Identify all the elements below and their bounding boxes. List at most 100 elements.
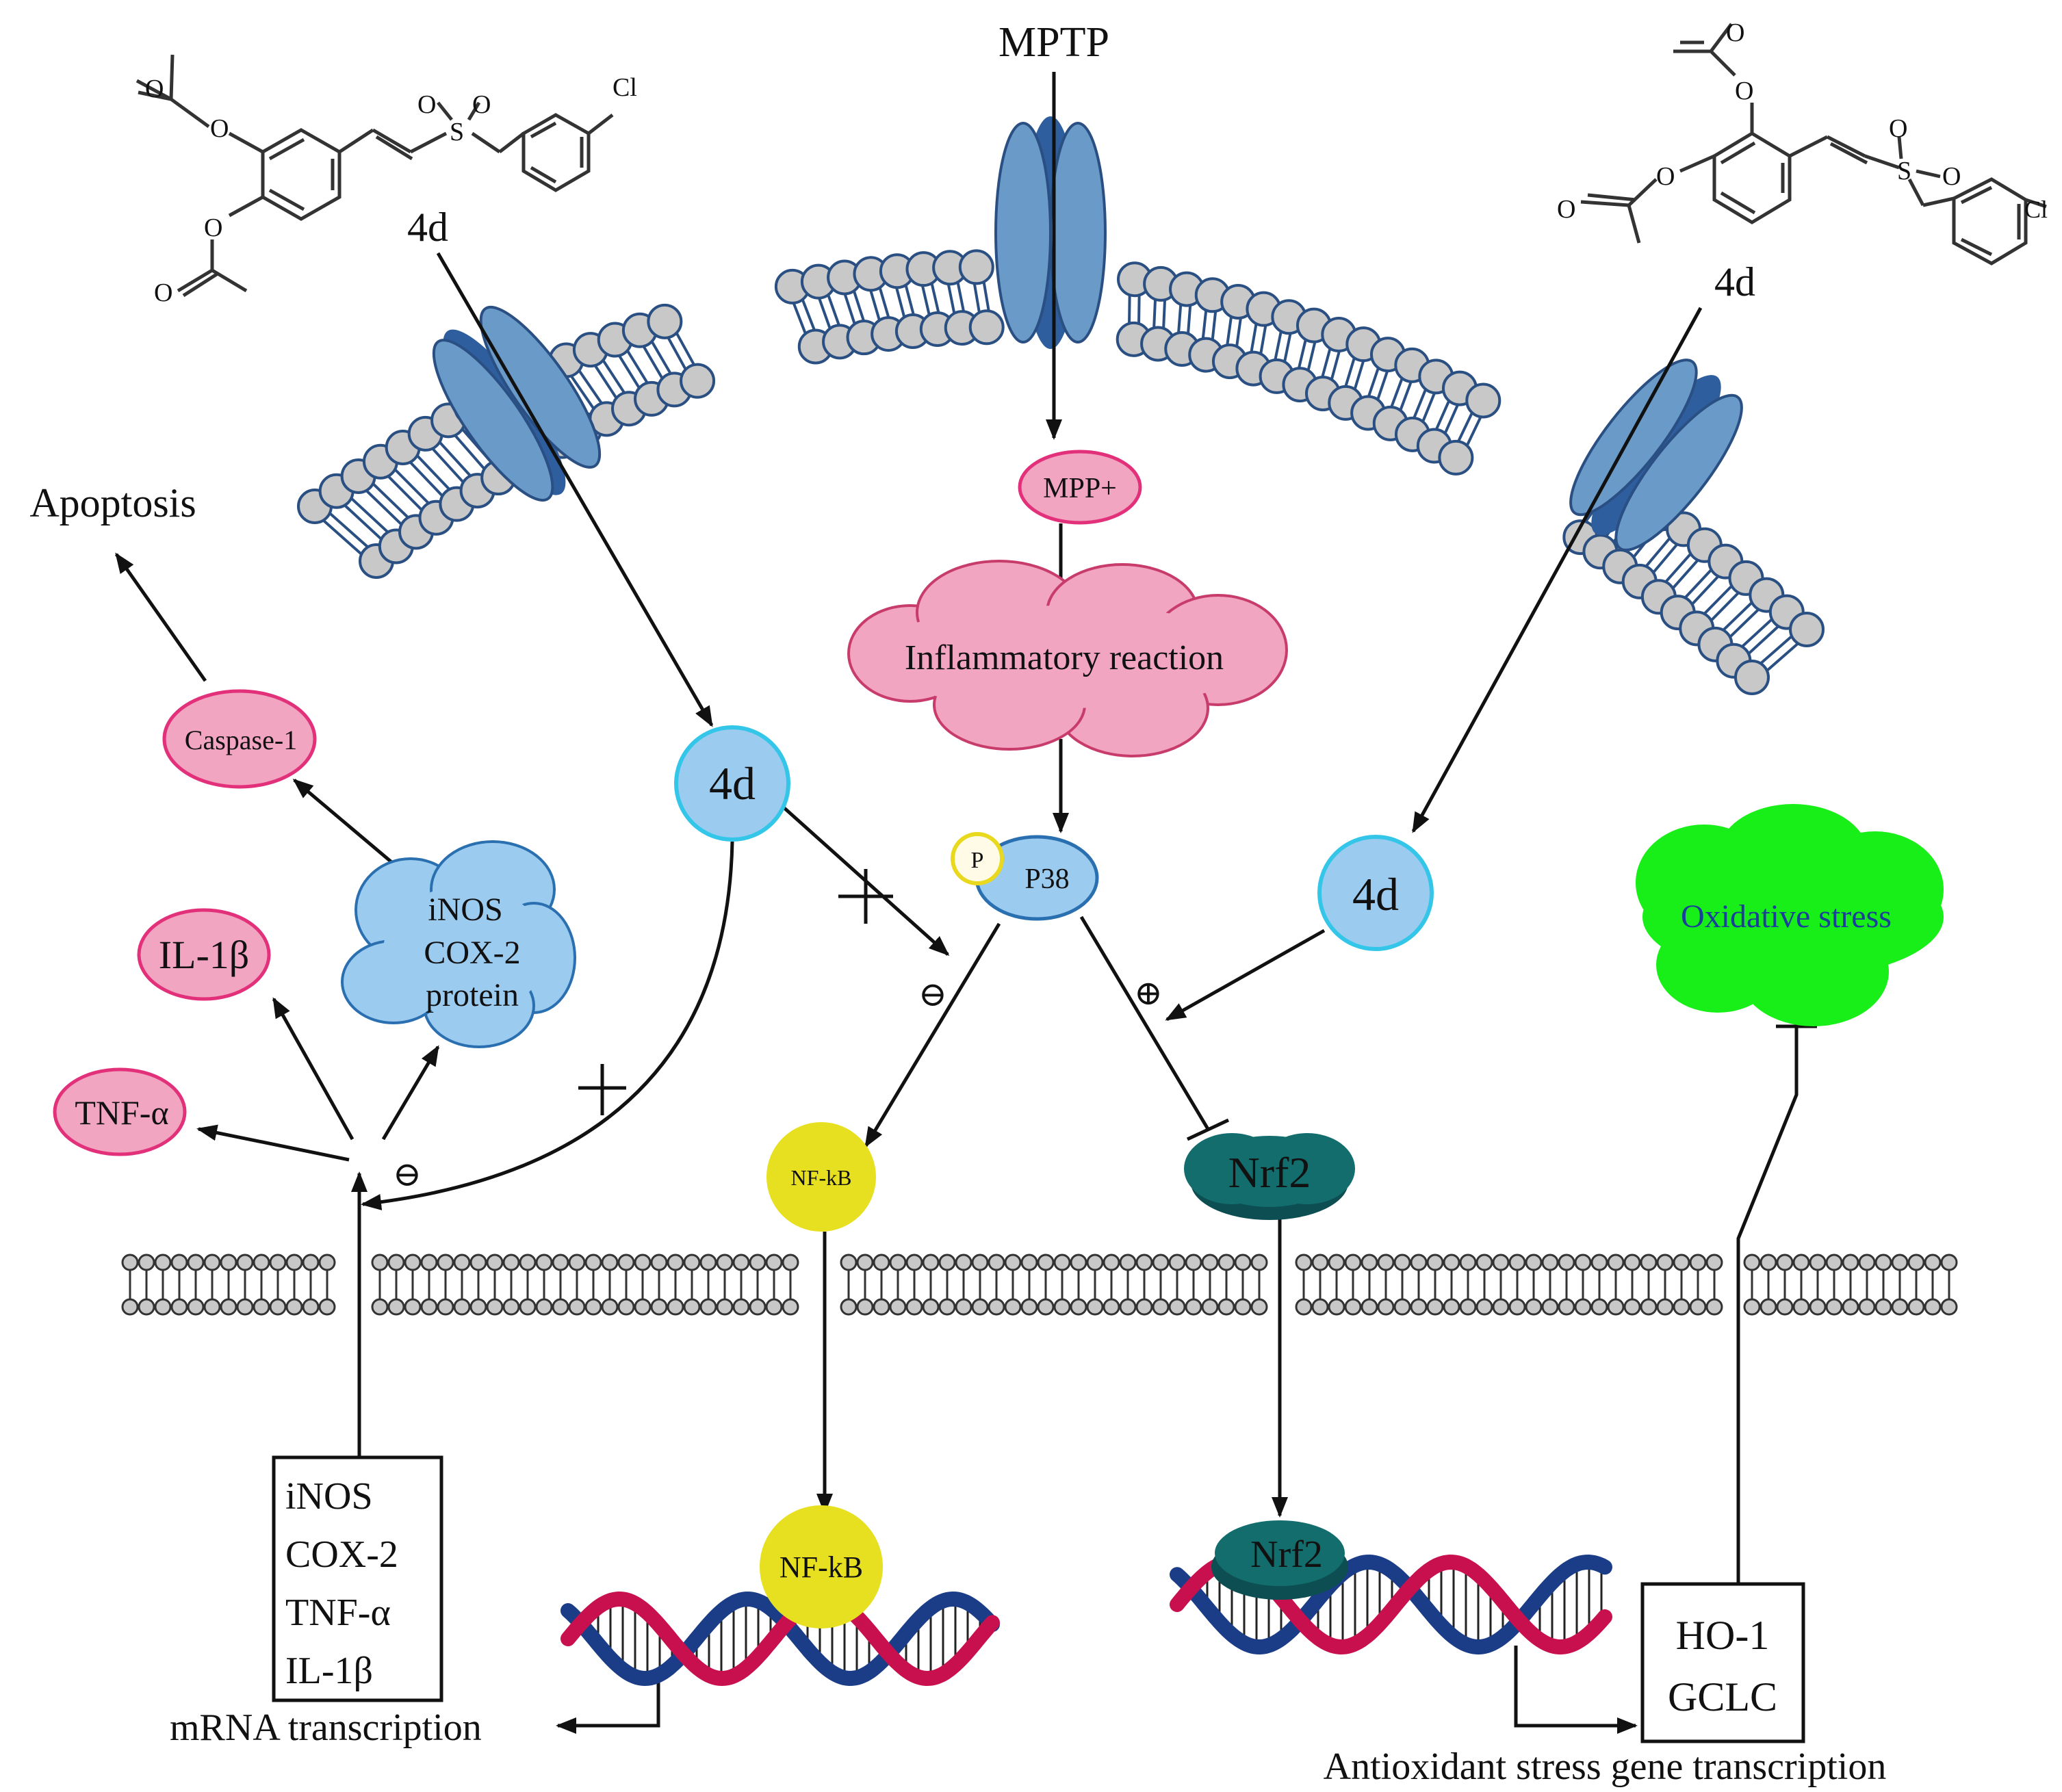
mrna-box-line-1: iNOS: [285, 1475, 373, 1518]
lipid-head: [568, 1298, 586, 1316]
chem-o: O: [1889, 114, 1907, 143]
arrow-4d-right-in: [1411, 307, 1703, 833]
lipid-head: [1393, 1254, 1411, 1271]
arrow-dna-to-antioxidant: [1514, 1646, 1638, 1734]
nrf2-label: Nrf2: [1250, 1533, 1323, 1576]
arrow-to-tnf: [196, 1124, 350, 1162]
lipid-head: [1344, 1254, 1362, 1271]
lipid-head: [1426, 1298, 1444, 1316]
lipid-head: [404, 1298, 422, 1316]
lipid-head: [437, 1298, 454, 1316]
chem-o: O: [1656, 162, 1675, 191]
lipid-head: [1459, 1254, 1477, 1271]
arrow-to-inos: [381, 1045, 440, 1141]
chem-o: O: [1726, 18, 1744, 47]
lipid-head: [469, 1254, 487, 1271]
lipid-head: [1492, 1298, 1510, 1316]
lipid-head: [1789, 612, 1825, 647]
lipid-head: [253, 1254, 270, 1271]
lipid-head: [905, 1298, 923, 1316]
lipid-head: [1086, 1298, 1104, 1316]
arrow-4d-left-in: [436, 252, 714, 727]
lipid-head: [765, 1298, 783, 1316]
mrna-box-line-2: COX-2: [285, 1533, 398, 1576]
lipid-head: [552, 1254, 569, 1271]
chem-cl: Cl: [613, 73, 637, 102]
lipid-head: [1940, 1298, 1958, 1316]
nfkb-label: NF-kB: [779, 1550, 863, 1584]
arrow-4d-to-nrf2: [1165, 929, 1326, 1022]
lipid-head: [856, 1254, 874, 1271]
lipid-head: [1809, 1254, 1827, 1271]
lipid-head: [1776, 1254, 1794, 1271]
lipid-head: [1311, 1254, 1329, 1271]
lipid-head: [154, 1254, 172, 1271]
lipid-head: [971, 1254, 989, 1271]
lipid-head: [1070, 1298, 1087, 1316]
lipid-head: [1443, 1254, 1460, 1271]
lipid-head: [269, 1254, 287, 1271]
lipid-head: [269, 1298, 287, 1316]
lipid-head: [988, 1254, 1005, 1271]
lipid-head: [1640, 1298, 1658, 1316]
lipid-head: [187, 1254, 205, 1271]
lipid-head: [154, 1298, 172, 1316]
caspase-1-node: Caspase-1: [162, 689, 317, 789]
inos-cloud-line-1: iNOS: [428, 892, 502, 928]
inflammatory-label: Inflammatory reaction: [905, 638, 1224, 677]
lipid-head: [1361, 1298, 1378, 1316]
lipid-head: [1842, 1298, 1859, 1316]
nfkb-label-small: NF-kB: [791, 1165, 852, 1190]
lipid-head: [1640, 1254, 1658, 1271]
lipid-head: [988, 1298, 1005, 1316]
lipid-head: [1907, 1298, 1925, 1316]
lipid-head: [469, 1298, 487, 1316]
lipid-head: [1020, 1254, 1038, 1271]
lipid-head: [1705, 1298, 1723, 1316]
lipid-head: [1119, 1298, 1137, 1316]
arrow-4d-to-cytokines-blocked: [361, 841, 734, 1210]
lipid-head: [749, 1298, 766, 1316]
lipid-head: [1689, 1298, 1707, 1316]
ho1-gclc-box: HO-1 GCLC: [1640, 1582, 1805, 1743]
chem-o: O: [1942, 162, 1961, 191]
chem-o: O: [154, 278, 172, 307]
lipid-head: [1295, 1298, 1313, 1316]
mpp-node: MPP+: [1018, 450, 1142, 525]
chem-o: O: [145, 75, 164, 103]
lipid-head: [187, 1298, 205, 1316]
lipid-head: [1492, 1254, 1510, 1271]
lipid-head: [1924, 1254, 1942, 1271]
il-1b-node: IL-1β: [137, 908, 271, 1001]
oxidative-label: Oxidative stress: [1681, 898, 1892, 935]
p38-node: P38 P: [951, 832, 1099, 921]
lipid-head: [1103, 1298, 1120, 1316]
lipid-head: [1185, 1298, 1202, 1316]
lipid-head: [121, 1254, 139, 1271]
lipid-head: [453, 1254, 471, 1271]
lipid-head: [1168, 1298, 1186, 1316]
lipid-head: [1443, 1298, 1460, 1316]
lipid-head: [905, 1254, 923, 1271]
chem-cl: Cl: [2024, 196, 2048, 223]
lipid-head: [404, 1254, 422, 1271]
lipid-head: [1168, 1254, 1186, 1271]
caspase-label: Caspase-1: [185, 725, 297, 755]
mrna-gene-box: iNOS COX-2 TNF-α IL-1β: [272, 1455, 443, 1702]
lipid-head: [1250, 1254, 1268, 1271]
lipid-head: [680, 363, 716, 399]
ho-box-line-1: HO-1: [1676, 1613, 1770, 1658]
lipid-head: [889, 1254, 907, 1271]
phosphate-label: P: [971, 848, 984, 873]
lipid-head: [683, 1298, 701, 1316]
lipid-head: [1734, 660, 1770, 695]
lipid-head: [1607, 1298, 1625, 1316]
lipid-head: [683, 1254, 701, 1271]
tnfa-label: TNF-α: [75, 1093, 168, 1132]
lipid-head: [1924, 1298, 1942, 1316]
chem-s: S: [450, 118, 464, 146]
compound-4d-structure-right: [1580, 23, 2047, 265]
lipid-head: [1070, 1254, 1087, 1271]
chem-o: O: [417, 90, 436, 119]
minus-symbol: ⊖: [393, 1155, 422, 1193]
